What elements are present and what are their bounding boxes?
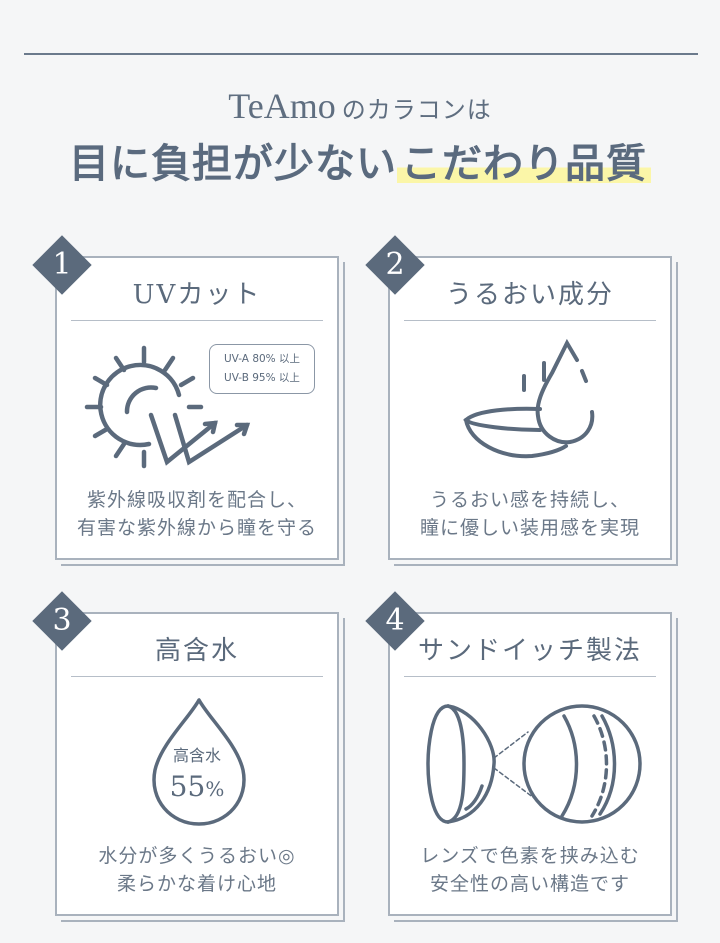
desc-line: レンズで色素を挟み込む bbox=[420, 845, 640, 867]
water-drop-icon bbox=[152, 698, 246, 826]
top-divider bbox=[24, 53, 698, 55]
desc-line: うるおい感を持続し、 bbox=[429, 489, 630, 511]
uv-b-value: UV-B 95% 以上 bbox=[224, 372, 300, 384]
water-content-value: 55 bbox=[169, 770, 206, 803]
badge-number: 3 bbox=[52, 603, 72, 638]
page-title: 目に負担が少ないこだわり品質 bbox=[0, 140, 720, 187]
card-title: UVカット bbox=[132, 280, 262, 310]
drop-label: 高含水 bbox=[172, 746, 221, 765]
card-description: 水分が多くうるおい◎ 柔らかな着け心地 bbox=[57, 842, 337, 898]
uv-protection-badge: UV-A 80% 以上 UV-B 95% 以上 bbox=[209, 344, 315, 394]
card-title: サンドイッチ製法 bbox=[417, 636, 642, 666]
feature-card-sandwich-method: サンドイッチ製法 レンズで色素を挟み込む 安全性の高い構造です bbox=[388, 612, 678, 922]
badge-number: 1 bbox=[52, 247, 72, 282]
feature-card-uv-cut: UVカット UV-A 80% 以上 UV-B 95% 以上 紫外線吸収剤を配合し… bbox=[55, 256, 345, 566]
uv-a-value: UV-A 80% 以上 bbox=[223, 353, 300, 365]
card-description: レンズで色素を挟み込む 安全性の高い構造です bbox=[390, 842, 670, 898]
drop-value: 55% bbox=[57, 770, 337, 803]
desc-line: 安全性の高い構造です bbox=[429, 873, 630, 895]
title-plain: 目に負担が少ない bbox=[69, 140, 397, 187]
brand-logo: TeAmo bbox=[228, 86, 336, 126]
lens-water-drop-icon bbox=[463, 338, 595, 459]
desc-line: 紫外線吸収剤を配合し、 bbox=[86, 489, 307, 511]
water-content-unit: % bbox=[205, 777, 225, 801]
subtitle-text: のカラコンは bbox=[341, 96, 492, 124]
card-divider bbox=[404, 676, 656, 677]
card-description: 紫外線吸収剤を配合し、 有害な紫外線から瞳を守る bbox=[57, 486, 337, 542]
card-title: うるおい成分 bbox=[445, 280, 614, 310]
card-divider bbox=[71, 320, 323, 321]
lens-cross-section-icon bbox=[426, 704, 642, 824]
card-divider bbox=[404, 320, 656, 321]
feature-card-high-water: 高含水 高含水 55% 水分が多くうるおい◎ 柔らかな着け心地 bbox=[55, 612, 345, 922]
desc-line: 水分が多くうるおい◎ bbox=[98, 845, 296, 867]
desc-line: 有害な紫外線から瞳を守る bbox=[76, 517, 317, 539]
badge-number: 2 bbox=[385, 247, 405, 282]
sun-uv-arrows-icon bbox=[84, 345, 251, 469]
card-title: 高含水 bbox=[154, 636, 239, 666]
title-highlight: こだわり品質 bbox=[397, 140, 651, 187]
card-description: うるおい感を持続し、 瞳に優しい装用感を実現 bbox=[390, 486, 670, 542]
badge-number: 4 bbox=[385, 603, 405, 638]
card-divider bbox=[71, 676, 323, 677]
desc-line: 瞳に優しい装用感を実現 bbox=[419, 517, 640, 539]
desc-line: 柔らかな着け心地 bbox=[116, 873, 277, 895]
feature-card-moisture: うるおい成分 うるおい感を持続し、 瞳に優しい装用感を実現 bbox=[388, 256, 678, 566]
